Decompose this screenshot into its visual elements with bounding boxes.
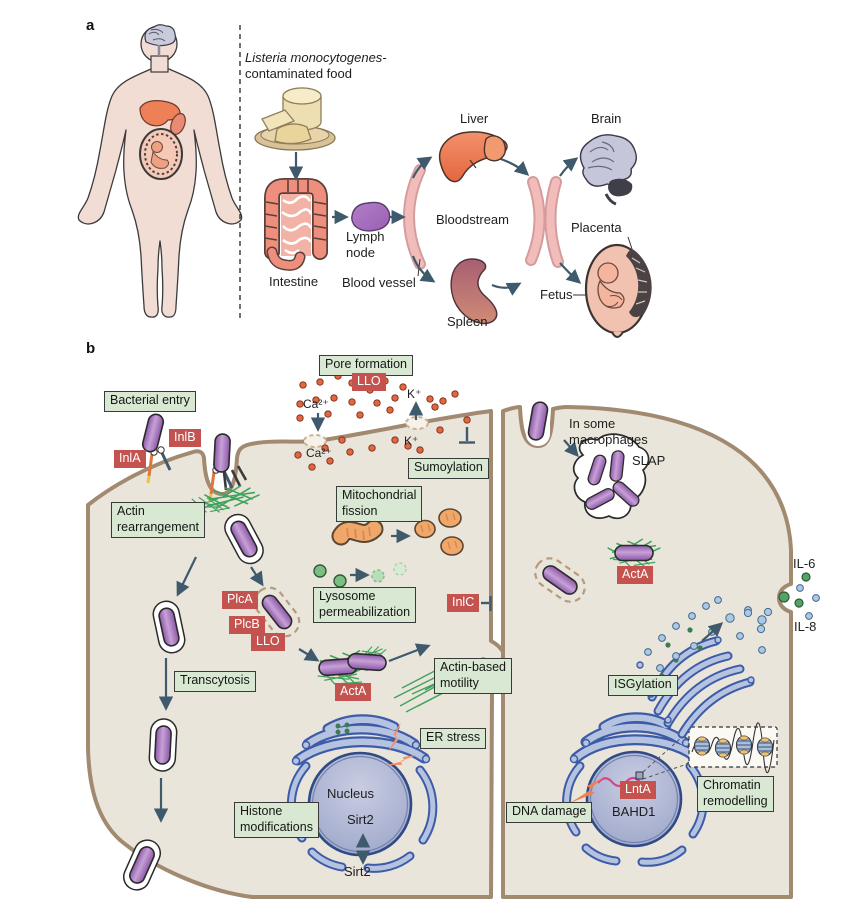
panel-b <box>86 372 820 899</box>
in-some-macrophages-label: In some macrophages <box>569 416 648 447</box>
cytokine-dots <box>743 572 820 634</box>
nucleosome-inset <box>642 722 778 780</box>
actin-based-motility-box: Actin-based motility <box>434 658 513 695</box>
uterus-fetus-organ <box>584 243 652 338</box>
blood-vessel-label: Blood vessel <box>342 275 416 290</box>
er-ribosome-dots <box>335 722 350 735</box>
liver-in-body <box>139 100 186 136</box>
brain-label: Brain <box>591 111 622 126</box>
intestine-label: Intestine <box>269 274 319 289</box>
fetus-label: Fetus <box>540 287 573 302</box>
er-stress-bolts <box>387 722 417 765</box>
histone-modifications-box: Histone modifications <box>234 802 319 839</box>
chromatin-remodelling-box: Chromatin remodelling <box>697 776 774 813</box>
lysosome-permeabilization-box: Lysosome permeabilization <box>313 587 417 624</box>
actin-rearrangement-box: Actin rearrangement <box>111 502 205 539</box>
llo-mid-label: LLO <box>251 633 285 651</box>
sirt2-nucleus-label: Sirt2 <box>347 812 374 827</box>
inla-label: InlA <box>114 450 146 468</box>
nucleus-label: Nucleus <box>327 786 374 801</box>
k-inside-label: K⁺ <box>404 434 419 448</box>
panel-b-arrows <box>153 401 724 865</box>
acta-right-label: ActA <box>617 566 654 584</box>
bahd1-label: BAHD1 <box>612 804 656 819</box>
food-label-line2: contaminated food <box>245 65 352 81</box>
sumoylation-box: Sumoylation <box>408 458 489 479</box>
dna-damage-box: DNA damage <box>506 802 593 823</box>
k-pore <box>405 416 429 430</box>
contaminated-food <box>254 87 336 151</box>
left-nucleus-er <box>286 714 438 873</box>
human-body-figure <box>77 24 243 318</box>
il8-label: IL-8 <box>794 619 817 634</box>
liver-label: Liver <box>460 111 489 126</box>
sirt2-cytoplasm-label: Sirt2 <box>344 864 371 879</box>
bloodstream-label: Bloodstream <box>436 212 509 227</box>
mitochondrial-fission-box: Mitochondrial fission <box>336 486 423 523</box>
pore-formation-box: Pore formation <box>319 355 413 376</box>
isgylation-box: ISGylation <box>608 675 678 696</box>
plca-label: PlcA <box>222 591 258 609</box>
inhibition-bars <box>459 427 492 611</box>
lysosome-dots <box>313 562 407 588</box>
slap-label: SLAP <box>632 453 666 468</box>
mitochondria <box>331 508 464 556</box>
bacterial-entry-box: Bacterial entry <box>104 391 196 412</box>
bacterial-entry-site <box>140 411 261 518</box>
il6-label: IL-6 <box>793 556 816 571</box>
placenta-label: Placenta <box>571 220 622 235</box>
chromatin-zoom-square <box>635 771 644 780</box>
liver-organ <box>438 131 508 183</box>
panel-b-letter: b <box>86 340 96 357</box>
lnta-label: LntA <box>620 781 656 799</box>
brain-organ <box>579 134 638 206</box>
food-label-species: Listeria monocytogenes- <box>245 50 387 65</box>
panel-a-arrows <box>288 152 582 296</box>
acta-left-label: ActA <box>335 683 372 701</box>
lymph-node-label: Lymph node <box>346 229 385 260</box>
brain-in-body <box>144 24 177 56</box>
right-nucleus-er <box>562 712 708 867</box>
transcytosis-box: Transcytosis <box>174 671 256 692</box>
slap-vacuole <box>572 433 650 520</box>
llo-top-label: LLO <box>352 373 386 391</box>
ca-pore <box>303 434 327 448</box>
spleen-organ <box>450 258 498 325</box>
plcb-label: PlcB <box>229 616 265 634</box>
k-outside-label: K⁺ <box>407 387 422 401</box>
inlb-label: InlB <box>169 429 201 447</box>
uterus-in-body <box>139 128 183 180</box>
intestine-illustration <box>264 178 328 271</box>
inlc-label: InlC <box>447 594 480 612</box>
ca-inside-label: Ca²⁺ <box>306 446 332 460</box>
lymph-node-illustration <box>351 201 391 232</box>
bloodstream-vessels <box>403 164 634 296</box>
panel-a-letter: a <box>86 17 95 34</box>
right-cell-entry <box>526 400 550 446</box>
food-label: Listeria monocytogenes-contaminated food <box>245 50 387 82</box>
er-stress-box: ER stress <box>420 728 487 749</box>
panel-a <box>77 24 652 338</box>
ca-outside-label: Ca²⁺ <box>303 397 329 411</box>
dna-damage-bolt <box>570 777 604 803</box>
spleen-label: Spleen <box>447 314 488 329</box>
